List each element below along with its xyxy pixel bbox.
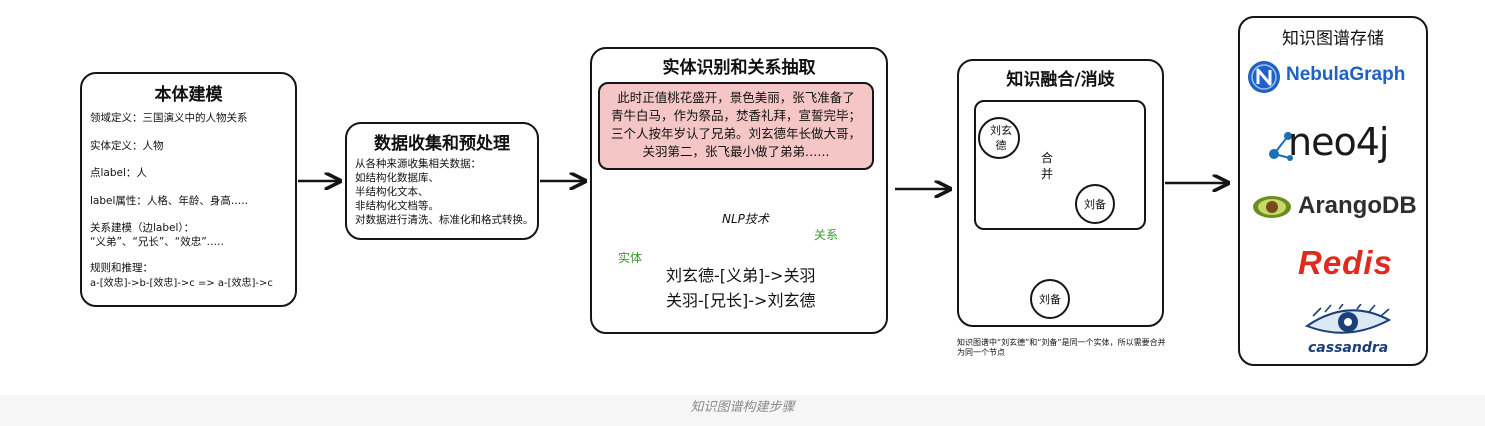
node-liu-xuande-label: 刘玄德 (990, 124, 1012, 152)
node-liu-xuande: 刘玄德 (978, 117, 1020, 159)
merged-node-liu-bei: 刘备 (1030, 279, 1070, 319)
rules-inference-text: 规则和推理： (90, 262, 153, 274)
relation-types-text: “义弟”、“兄长”、“效忠”.…. (90, 236, 224, 248)
source-text-line-2: 青牛白马，作为祭品，焚香礼拜，宣誓完毕； (610, 108, 861, 123)
cassandra-wordmark: cassandra (1308, 340, 1389, 356)
redis-logo: Redis (1298, 244, 1418, 284)
node-label-text: 点label：人 (90, 167, 147, 179)
merged-node-label: 刘备 (1039, 293, 1061, 306)
figure-caption: 知识图谱构建步骤 (690, 400, 795, 415)
node-liu-bei-label: 刘备 (1084, 198, 1106, 211)
structured-data-text: 如结构化数据库、 (355, 172, 439, 184)
data-source-text: 从各种来源收集相关数据： (355, 158, 481, 170)
source-text-line-3: 三个人按年岁认了兄弟。刘玄德年长做大哥， (610, 126, 861, 141)
nebulagraph-logo: NebulaGraph (1246, 58, 1426, 96)
ontology-modeling-title: 本体建模 (154, 85, 223, 105)
fusion-inner-frame (974, 100, 1146, 230)
domain-definition-text: 领域定义：三国演义中的人物关系 (90, 112, 248, 124)
arangodb-logo: ArangoDB (1252, 192, 1432, 224)
data-collection-box: 数据收集和预处理 从各种来源收集相关数据： 如结构化数据库、 半结构化文本、 非… (345, 122, 539, 240)
neo4j-logo: neo4j (1268, 120, 1418, 168)
relation-annotation-label: 关系 (814, 228, 839, 242)
ontology-modeling-box: 本体建模 领域定义：三国演义中的人物关系 实体定义：人物 点label：人 la… (80, 72, 297, 307)
cassandra-eye-icon (1304, 304, 1392, 334)
arangodb-wordmark: ArangoDB (1298, 192, 1417, 219)
label-attributes-text: label属性：人格、年龄、身高.…. (90, 195, 249, 207)
cleaning-text: 对数据进行清洗、标准化和格式转换。 (355, 214, 534, 226)
data-collection-title: 数据收集和预处理 (374, 134, 510, 154)
entity-relation-extraction-title: 实体识别和关系抽取 (662, 58, 816, 78)
nebula-n-icon (1248, 61, 1280, 93)
nlp-technique-label: NLP技术 (722, 212, 769, 226)
fusion-note: 知识图谱中“刘玄德”和“刘备”是同一个实体，所以需要合并为同一个节点 (957, 338, 1166, 357)
entity-definition-text: 实体定义：人物 (90, 140, 164, 152)
knowledge-fusion-box: 知识融合/消歧 (957, 59, 1164, 327)
node-liu-bei: 刘备 (1075, 184, 1115, 224)
graph-storage-title: 知识图谱存储 (1282, 29, 1384, 49)
avocado-icon (1253, 196, 1291, 218)
neo4j-graph-icon (1269, 132, 1293, 161)
unstructured-text: 非结构化文档等。 (355, 200, 439, 212)
source-text-line-1: 此时正值桃花盛开，景色美丽，张飞准备了 (617, 90, 855, 105)
nebulagraph-wordmark: NebulaGraph (1286, 64, 1406, 85)
source-text-line-4: 关羽第二，张飞最小做了弟弟.….. (642, 144, 830, 159)
semi-structured-text: 半结构化文本、 (355, 186, 429, 198)
redis-wordmark: Redis (1298, 244, 1393, 281)
knowledge-fusion-title: 知识融合/消歧 (1006, 70, 1115, 90)
relation-modeling-text: 关系建模（边label）： (90, 222, 195, 234)
cassandra-logo: cassandra (1298, 304, 1398, 364)
entity-annotation-label: 实体 (618, 251, 643, 265)
triple-2-text: 关羽-[兄长]->刘玄德 (666, 291, 816, 310)
triple-1-text: 刘玄德-[义弟]->关羽 (666, 266, 816, 285)
merge-label: 合并 (1041, 151, 1054, 181)
rule-example-text: a-[效忠]->b-[效忠]->c => a-[效忠]->c (90, 278, 273, 289)
neo4j-wordmark: neo4j (1288, 120, 1389, 164)
source-text-highlight: 此时正值桃花盛开，景色美丽，张飞准备了 青牛白马，作为祭品，焚香礼拜，宣誓完毕；… (598, 82, 874, 170)
